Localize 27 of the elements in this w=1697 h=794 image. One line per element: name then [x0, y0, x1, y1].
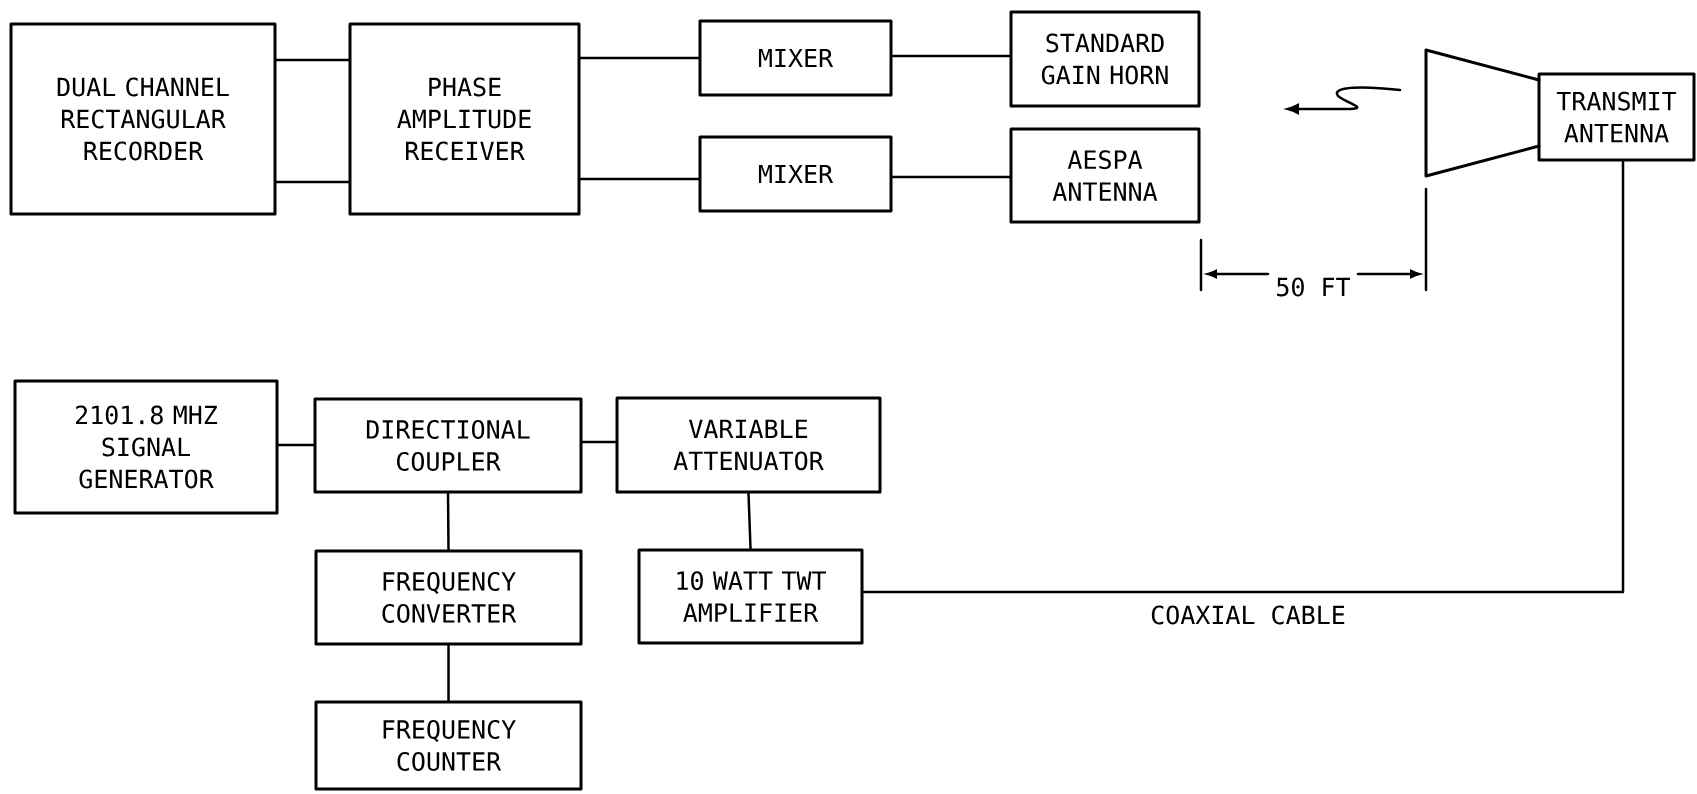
block-box: DIRECTIONAL COUPLER: [313, 397, 583, 494]
connector-line: [446, 492, 450, 551]
block-box: VARIABLE ATTENUATOR: [615, 396, 882, 494]
connector-line: [447, 644, 450, 702]
block-box: MIXER: [698, 19, 893, 97]
block-box: 2101.8 MHZ SIGNAL GENERATOR: [13, 379, 279, 515]
connector-line: [277, 443, 315, 447]
block-box: DUAL CHANNEL RECTANGULAR RECORDER: [9, 22, 277, 216]
block-box: TRANSMIT ANTENNA: [1537, 72, 1696, 162]
block-box: PHASE AMPLITUDE RECEIVER: [348, 22, 581, 216]
block-box: AESPA ANTENNA: [1009, 127, 1201, 224]
connector-line: [581, 440, 617, 444]
connector-line: [891, 175, 1011, 179]
connector-line: [747, 492, 752, 550]
connector-line: [891, 54, 1011, 58]
connector-line: [862, 160, 1625, 594]
block-box: FREQUENCY CONVERTER: [314, 549, 583, 646]
dimension-label: 50 FT: [1277, 277, 1351, 297]
block-box: FREQUENCY COUNTER: [314, 700, 583, 791]
connector-line: [275, 58, 350, 62]
edge-label: COAXIAL CABLE: [1148, 603, 1348, 627]
connector-line: [579, 56, 700, 60]
block-box: MIXER: [698, 135, 893, 213]
block-box: 10 WATT TWT AMPLIFIER: [637, 548, 864, 645]
connector-line: [275, 180, 350, 184]
connector-line: [579, 177, 700, 181]
block-box: STANDARD GAIN HORN: [1009, 10, 1201, 108]
